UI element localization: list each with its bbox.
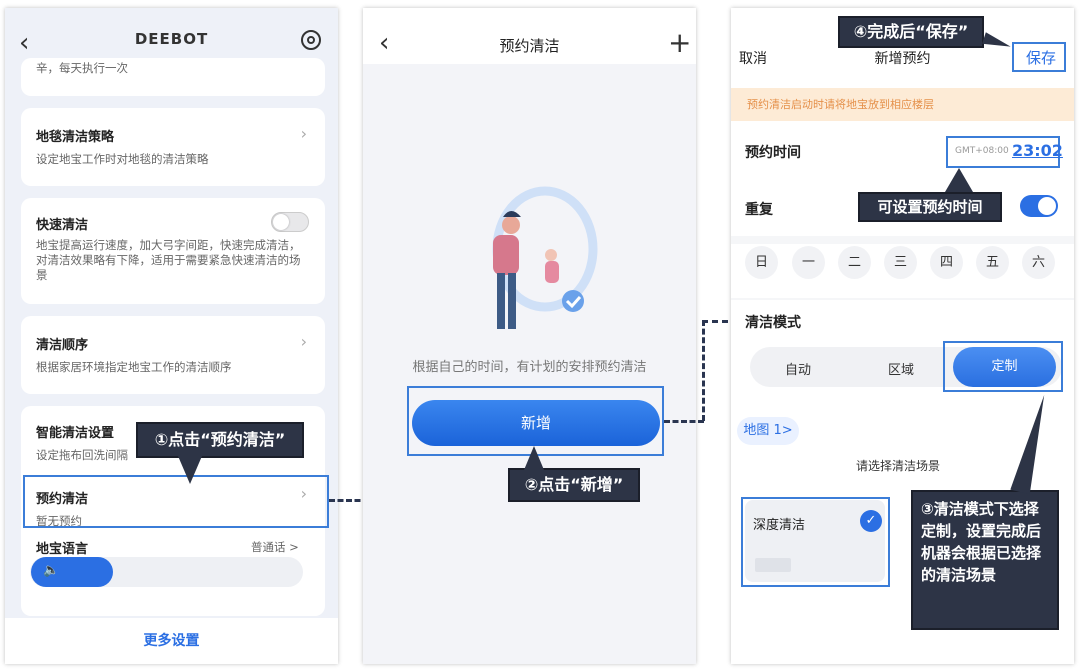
voice-button[interactable]: 🔈 (31, 557, 113, 587)
chevron-right-icon: › (300, 484, 307, 503)
back-icon[interactable]: ‹ (379, 28, 390, 58)
callout-pointer (524, 446, 544, 470)
repeat-label: 重复 (745, 202, 773, 218)
callout-pointer (945, 168, 973, 192)
highlight-custom (943, 341, 1063, 392)
floor-icon (755, 558, 791, 572)
highlight-save (1012, 42, 1066, 72)
day-wed[interactable]: 三 (884, 246, 917, 279)
schedule-list-screen: ‹ 预约清洁 + 根据自己的时间，有计划的安排预约清洁 (363, 8, 696, 664)
highlight-scheduled-clean (23, 475, 329, 528)
callout-time-hint: 可设置预约时间 (858, 192, 1002, 222)
day-sat[interactable]: 六 (1022, 246, 1055, 279)
divider (731, 298, 1074, 300)
page-title: DEEBOT (134, 30, 209, 48)
card-quick-clean: 快速清洁 地宝提高运行速度，加大弓字间距，快速完成清洁，对清洁效果略有下降，适用… (21, 198, 325, 304)
map-selector[interactable]: 地图 1> (737, 417, 799, 445)
connector (329, 499, 369, 502)
schedule-time-label: 预约时间 (745, 145, 801, 161)
add-button[interactable]: 新增 (412, 400, 660, 446)
day-sun[interactable]: 日 (745, 246, 778, 279)
day-tue[interactable]: 二 (838, 246, 871, 279)
back-icon[interactable]: ‹ (19, 28, 30, 58)
empty-state-text: 根据自己的时间，有计划的安排预约清洁 (412, 360, 647, 375)
highlight-time (946, 136, 1060, 168)
mode-custom[interactable]: 定制 (953, 347, 1056, 387)
scheduled-clean-title[interactable]: 预约清洁 (36, 492, 89, 507)
divider (731, 236, 1074, 244)
day-fri[interactable]: 五 (976, 246, 1009, 279)
connector (702, 320, 705, 421)
page-title: 预约清洁 (499, 37, 560, 55)
callout-step2: ②点击“新增” (508, 468, 640, 502)
schedule-illustration (492, 186, 598, 329)
scene-prompt: 请选择清洁场景 (856, 459, 941, 473)
language-value[interactable]: 普通话 > (251, 540, 299, 554)
clean-mode-label: 清洁模式 (745, 315, 801, 331)
more-settings-link[interactable]: 更多设置 (5, 618, 338, 664)
connector (664, 420, 704, 423)
quick-clean-toggle[interactable] (271, 212, 309, 232)
callout-step3: ③清洁模式下选择定制，设置完成后机器会根据已选择的清洁场景 (911, 490, 1059, 630)
chevron-right-icon: › (300, 124, 307, 143)
callout-step1: ①点击“预约清洁” (136, 422, 304, 458)
scheduled-clean-status: 暂无预约 (36, 514, 82, 528)
plus-icon[interactable]: + (668, 26, 692, 59)
chevron-right-icon: › (300, 332, 307, 351)
time-value[interactable]: 23:02 (1012, 141, 1063, 160)
mode-auto[interactable]: 自动 (785, 363, 812, 378)
card-carpet-strategy[interactable]: 地毯清洁策略 设定地宝工作时对地毯的清洁策略 › (21, 108, 325, 186)
smart-settings-title[interactable]: 智能清洁设置 (36, 426, 115, 441)
page-title: 新增预约 (874, 51, 931, 67)
callout-pointer (178, 456, 202, 484)
floor-tip: 预约清洁启动时请将地宝放到相应楼层 (731, 88, 1074, 121)
save-button[interactable]: 保存 (1026, 49, 1057, 67)
mode-area[interactable]: 区域 (888, 363, 915, 378)
card-clean-order[interactable]: 清洁顺序 根据家居环境指定地宝工作的清洁顺序 › (21, 316, 325, 394)
scene-name: 深度清洁 (753, 518, 806, 533)
speaker-icon: 🔈 (43, 563, 60, 578)
repeat-toggle[interactable] (1020, 195, 1058, 217)
highlight-scene (741, 497, 890, 587)
check-icon: ✓ (860, 510, 882, 532)
cancel-button[interactable]: 取消 (739, 51, 767, 67)
connector (702, 320, 738, 323)
header (363, 8, 696, 64)
timezone-text: GMT+08:00 (955, 146, 1009, 156)
language-label: 地宝语言 (36, 542, 89, 557)
card-truncated: 辛，每天执行一次 (21, 58, 325, 96)
day-thu[interactable]: 四 (930, 246, 963, 279)
callout-step4: ④完成后“保存” (838, 16, 984, 48)
day-mon[interactable]: 一 (792, 246, 825, 279)
gear-icon[interactable] (301, 30, 321, 50)
